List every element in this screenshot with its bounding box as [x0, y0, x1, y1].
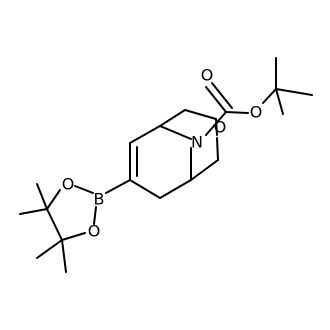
bond-tbu-to-ester-oxygen: [262, 88, 277, 104]
atom-carbonyl-oxygen: O: [201, 66, 214, 85]
atom-boronate-oxygen-top: O: [62, 175, 75, 194]
bond-carbonyl-double-a: [205, 86, 227, 113]
bond-bridgehead-top-to-ch2-upper: [159, 109, 186, 127]
atom-boronate-oxygen-bottom: O: [88, 222, 101, 241]
bond-ester-oxygen-to-carbonyl: [225, 111, 249, 114]
bond-alkene-c-to-boron: [105, 179, 131, 194]
bond-ch2-upper-to-ch2: [184, 109, 217, 120]
atom-labels: O O N O B O O: [62, 66, 263, 241]
bond-tbu-methyl-right: [275, 88, 313, 96]
atom-ring-nitrogen: N: [191, 133, 203, 152]
bond-boron-to-oxygen-bottom: [93, 206, 97, 225]
bond-methyl-3: [36, 239, 63, 259]
bond-methyl-2: [36, 183, 48, 210]
atom-ring-oxygen: O: [214, 118, 227, 137]
bond-boron-to-oxygen-top: [74, 185, 94, 194]
atom-boron: B: [94, 190, 105, 209]
bond-oxygen-top-to-quaternary-c: [46, 189, 61, 210]
bond-carbonyl-double-b: [211, 82, 233, 109]
bond-ch2-lower-to-bridgehead-bottom: [190, 159, 219, 181]
bonds: [19, 57, 313, 273]
bond-ring-oxygen-to-ch2-lower: [216, 137, 219, 161]
bond-bridgehead-top-to-alkene-ch: [129, 125, 161, 144]
bond-methyl-4: [61, 239, 67, 273]
bond-methyl-1: [19, 208, 48, 215]
bond-alkene-c-to-ch2: [129, 179, 161, 199]
bond-ch2-to-ring-oxygen: [215, 118, 218, 136]
bond-oxygen-bottom-to-quaternary-c: [61, 232, 86, 241]
bond-ch2-to-bridgehead-bottom: [159, 179, 192, 199]
atom-ester-oxygen: O: [250, 103, 263, 122]
bond-pinacol-c-c: [46, 208, 63, 241]
bond-tbu-methyl-bottom: [275, 88, 284, 115]
bond-nitrogen-to-bridgehead-top: [159, 125, 192, 140]
